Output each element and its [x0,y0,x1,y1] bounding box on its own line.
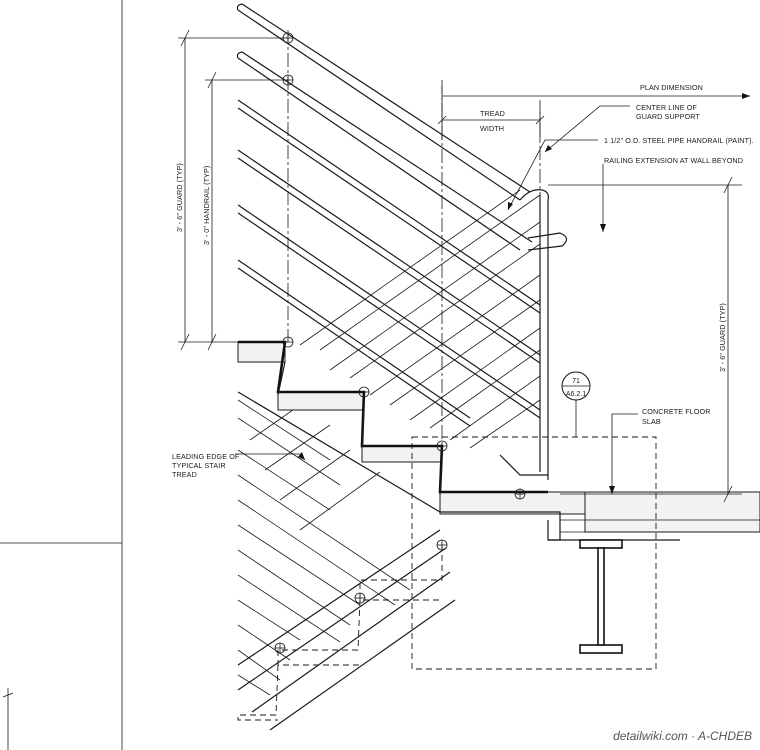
railing-extension-label: RAILING EXTENSION AT WALL BEYOND [604,156,743,165]
watermark: detailwiki.com · A-CHDEB [613,729,752,743]
leading-edge-label-line-2: TYPICAL STAIR [172,461,226,470]
stair-soffit-lines [237,399,456,731]
concrete-floor-slab [548,491,760,541]
guard-height-left-label: 3' - 6" GUARD (TYP) [175,163,184,232]
right-dimension-lines [548,176,742,503]
center-lines [287,30,541,446]
leading-edge-label-line-3: TREAD [172,470,197,479]
steel-i-beam [579,539,623,654]
center-line-label-line-1: CENTER LINE OF [636,103,697,112]
detail-section-tag: 71 A6.2.1 [561,371,591,437]
guard-cross-bars [299,189,541,449]
leading-edge-label-line-1: LEADING EDGE OF [172,452,240,461]
enlarged-detail-boundary [411,436,657,670]
tread-label: TREAD [480,109,505,118]
concrete-label-line-1: CONCRETE FLOOR [642,407,711,416]
handrail-note-label: 1 1/2" O.D. STEEL PIPE HANDRAIL (PAINT). [604,136,754,145]
concrete-label-line-2: SLAB [642,417,661,426]
plan-dimension-label: PLAN DIMENSION [640,83,703,92]
width-label: WIDTH [480,124,504,133]
guard-support-post [499,189,568,480]
handrail-height-left-label: 3' - 0" HANDRAIL (TYP) [202,166,211,245]
left-dimension-lines [178,29,288,351]
center-line-label-line-2: GUARD SUPPORT [636,112,700,121]
leader-lines [235,105,638,494]
guard-height-right-label: 3' - 6" GUARD (TYP) [718,303,727,372]
sheet-border [0,0,123,750]
stair-stringer [237,340,591,541]
detail-tag-number: 71 [572,378,580,385]
plan-dimension-lines [437,86,750,140]
stairs-beyond-dashed [237,545,443,721]
detail-tag-sheet: A6.2.1 [566,391,586,398]
